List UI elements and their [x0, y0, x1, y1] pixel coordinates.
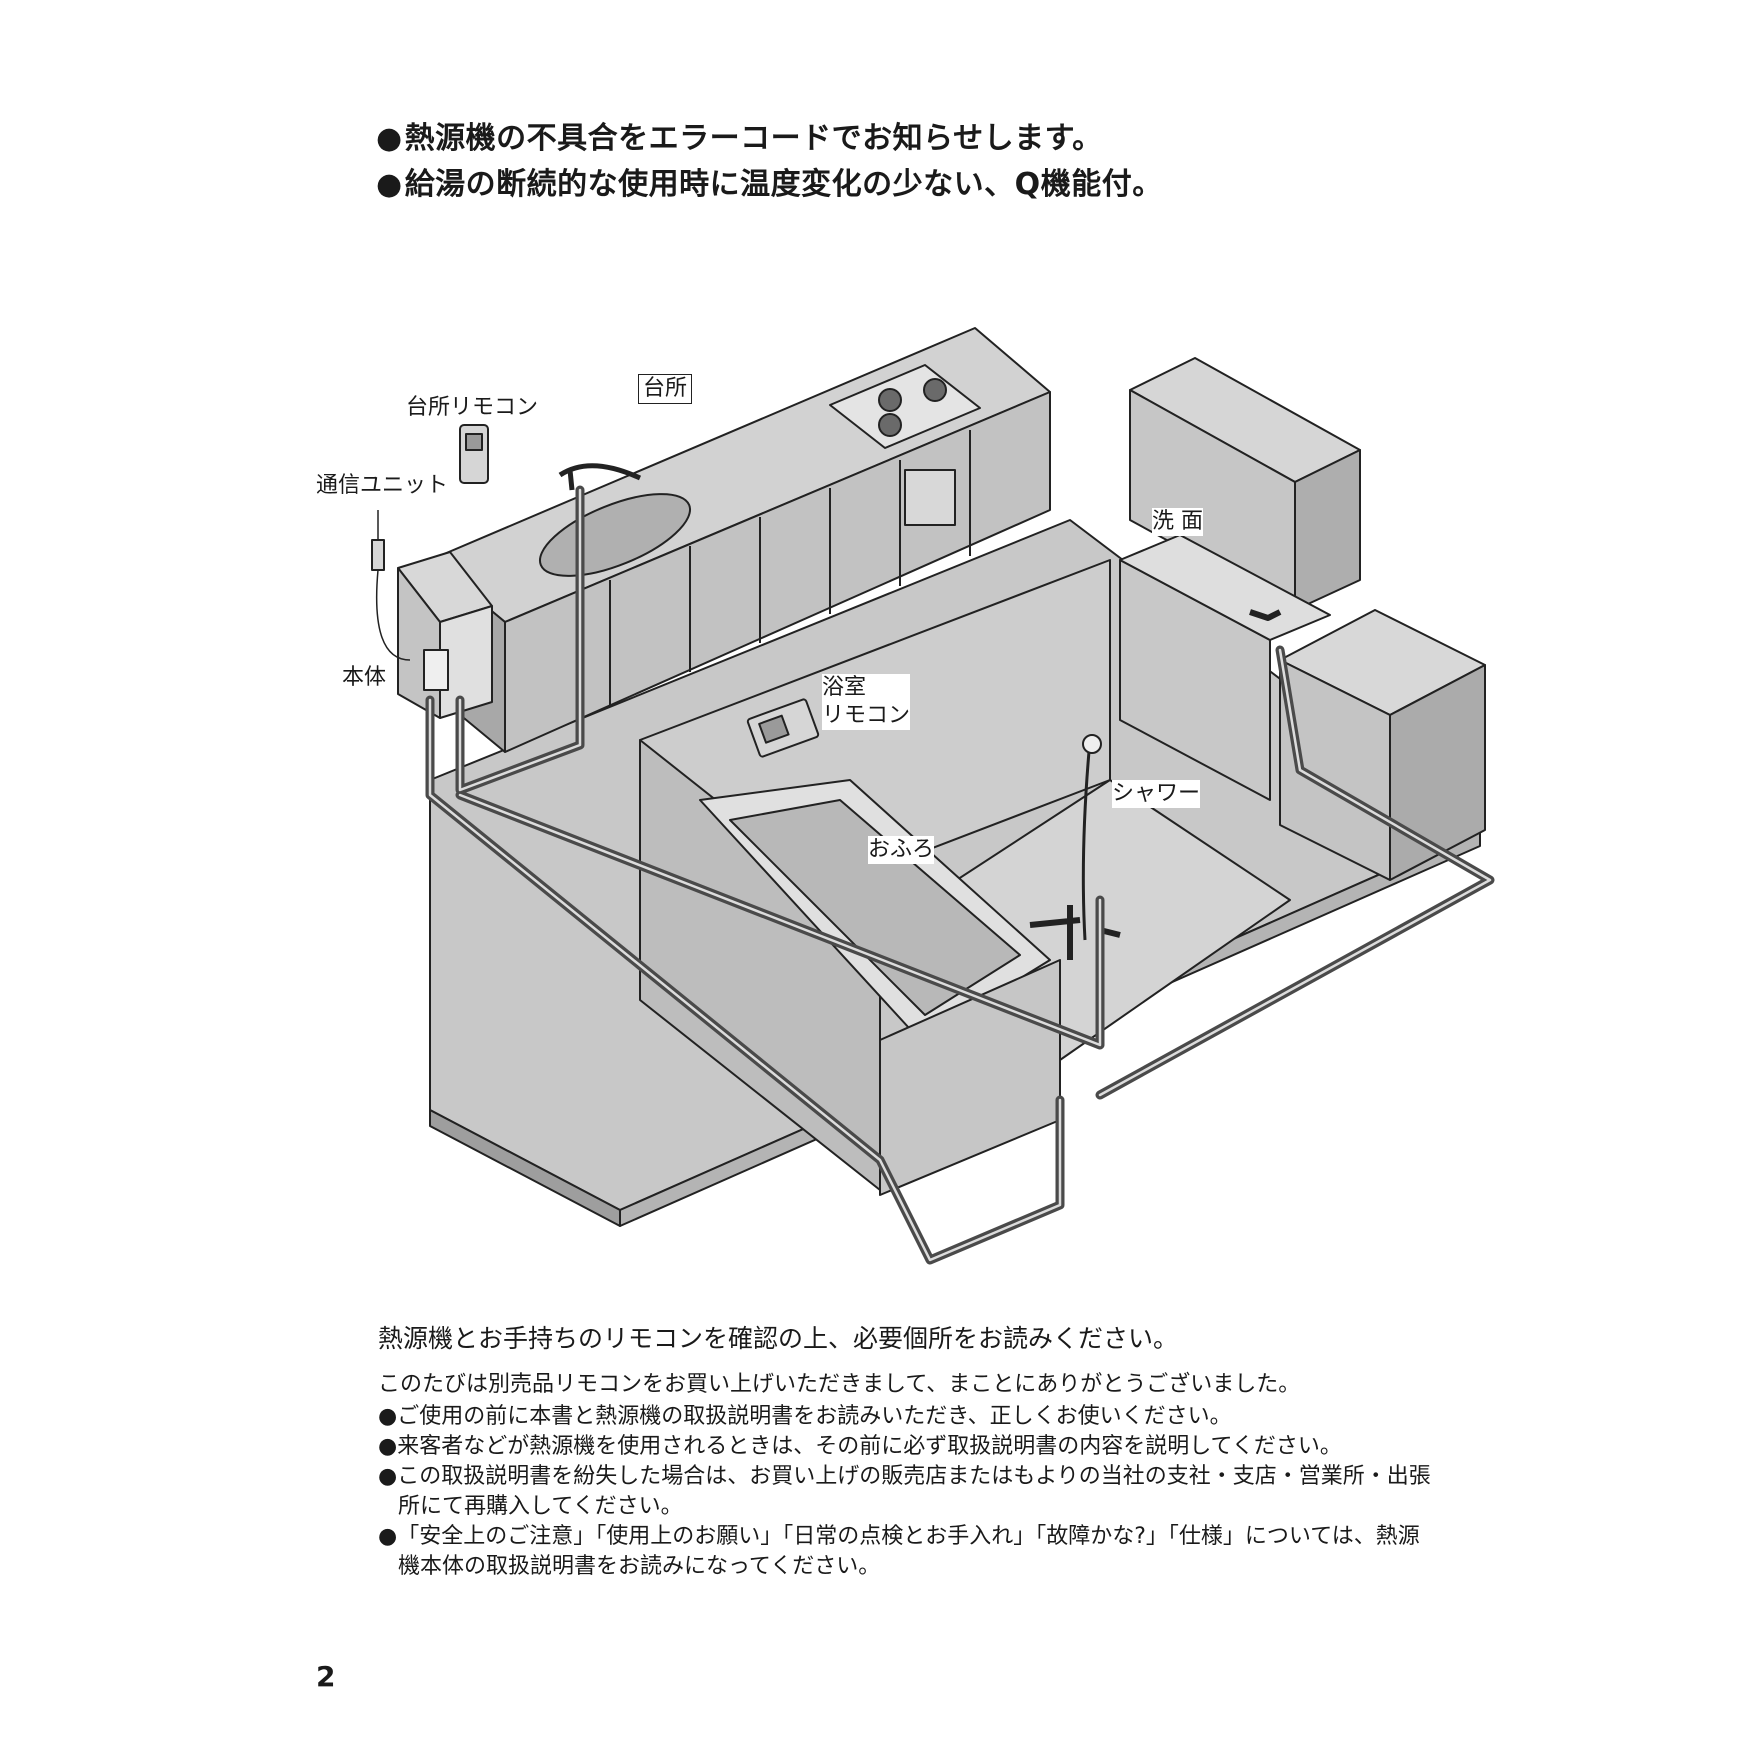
main-unit-label: 本体	[342, 664, 387, 692]
note-item: ●「安全上のご注意」「使用上のお願い」「日常の点検とお手入れ」「故障かな?」「仕…	[378, 1522, 1438, 1582]
comm-unit-label: 通信ユニット	[316, 472, 449, 500]
wash-cabinet-side	[1294, 449, 1361, 611]
feature-item: ●熱源機の不具合をエラーコードでお知らせします。	[376, 116, 1163, 162]
oven-door	[904, 469, 956, 526]
bullet-icon: ●	[378, 1524, 398, 1549]
pipe-highlight	[428, 488, 1492, 1262]
thanks-text: このたびは別売品リモコンをお買い上げいただきまして、まことにありがとうございまし…	[378, 1372, 1301, 1397]
note-text: ご使用の前に本書と熱源機の取扱説明書をお読みいただき、正しくお使いください。	[397, 1404, 1232, 1429]
note-item: ●来客者などが熱源機を使用されるときは、その前に必ず取扱説明書の内容を説明してく…	[378, 1432, 1438, 1462]
note-text: 来客者などが熱源機を使用されるときは、その前に必ず取扱説明書の内容を説明してくだ…	[397, 1434, 1342, 1459]
bullet-icon: ●	[376, 121, 403, 156]
intro-text: 熱源機とお手持ちのリモコンを確認の上、必要個所をお読みください。	[378, 1324, 1179, 1353]
bathroom	[639, 559, 1291, 1196]
bullet-icon: ●	[376, 167, 403, 202]
note-item: ●この取扱説明書を紛失した場合は、お買い上げの販売店またはもよりの当社の支社・支…	[378, 1462, 1438, 1522]
bullet-icon: ●	[378, 1434, 398, 1459]
feature-item: ●給湯の断続的な使用時に温度変化の少ない、Q機能付。	[376, 162, 1163, 208]
note-text: 「安全上のご注意」「使用上のお願い」「日常の点検とお手入れ」「故障かな?」「仕様…	[397, 1524, 1420, 1579]
kitchen-faucet	[558, 463, 642, 491]
bath-remote-label-line: リモコン	[822, 703, 911, 728]
burner	[923, 378, 947, 402]
washroom	[1119, 357, 1486, 881]
burner	[878, 413, 902, 437]
shower-head	[1082, 734, 1102, 754]
wash-faucet	[1249, 609, 1282, 621]
feature-text: 熱源機の不具合をエラーコードでお知らせします。	[404, 121, 1103, 156]
note-item: ●ご使用の前に本書と熱源機の取扱説明書をお読みいただき、正しくお使いください。	[378, 1402, 1438, 1432]
pipes	[425, 485, 1495, 1265]
bath-remote-label-line: 浴室	[822, 675, 867, 700]
notes-list: このたびは別売品リモコンをお買い上げいただきまして、まことにありがとうございまし…	[378, 1370, 1438, 1582]
bullet-icon: ●	[378, 1404, 398, 1429]
page-number: 2	[316, 1660, 336, 1693]
main-unit-panel	[423, 649, 449, 691]
bath-remote-screen	[758, 714, 790, 744]
kitchen-label: 台所	[638, 374, 693, 404]
main-unit	[371, 424, 493, 719]
kitchen-remote-screen	[465, 433, 483, 451]
feature-list: ●熱源機の不具合をエラーコードでお知らせします。 ●給湯の断続的な使用時に温度変…	[376, 116, 1163, 208]
washroom-label: 洗 面	[1152, 508, 1203, 536]
bullet-icon: ●	[378, 1464, 398, 1489]
bathtub-label: おふろ	[868, 836, 935, 864]
shower-label: シャワー	[1112, 780, 1201, 808]
shower-hose	[1081, 739, 1092, 941]
burner	[878, 388, 902, 412]
bath-remote-label: 浴室 リモコン	[822, 674, 911, 730]
note-text: この取扱説明書を紛失した場合は、お買い上げの販売店またはもよりの当社の支社・支店…	[397, 1464, 1431, 1519]
feature-text: 給湯の断続的な使用時に温度変化の少ない、Q機能付。	[404, 167, 1163, 202]
comm-unit-device	[371, 539, 385, 571]
comm-cable	[375, 510, 411, 661]
kitchen-remote-label: 台所リモコン	[406, 394, 539, 422]
